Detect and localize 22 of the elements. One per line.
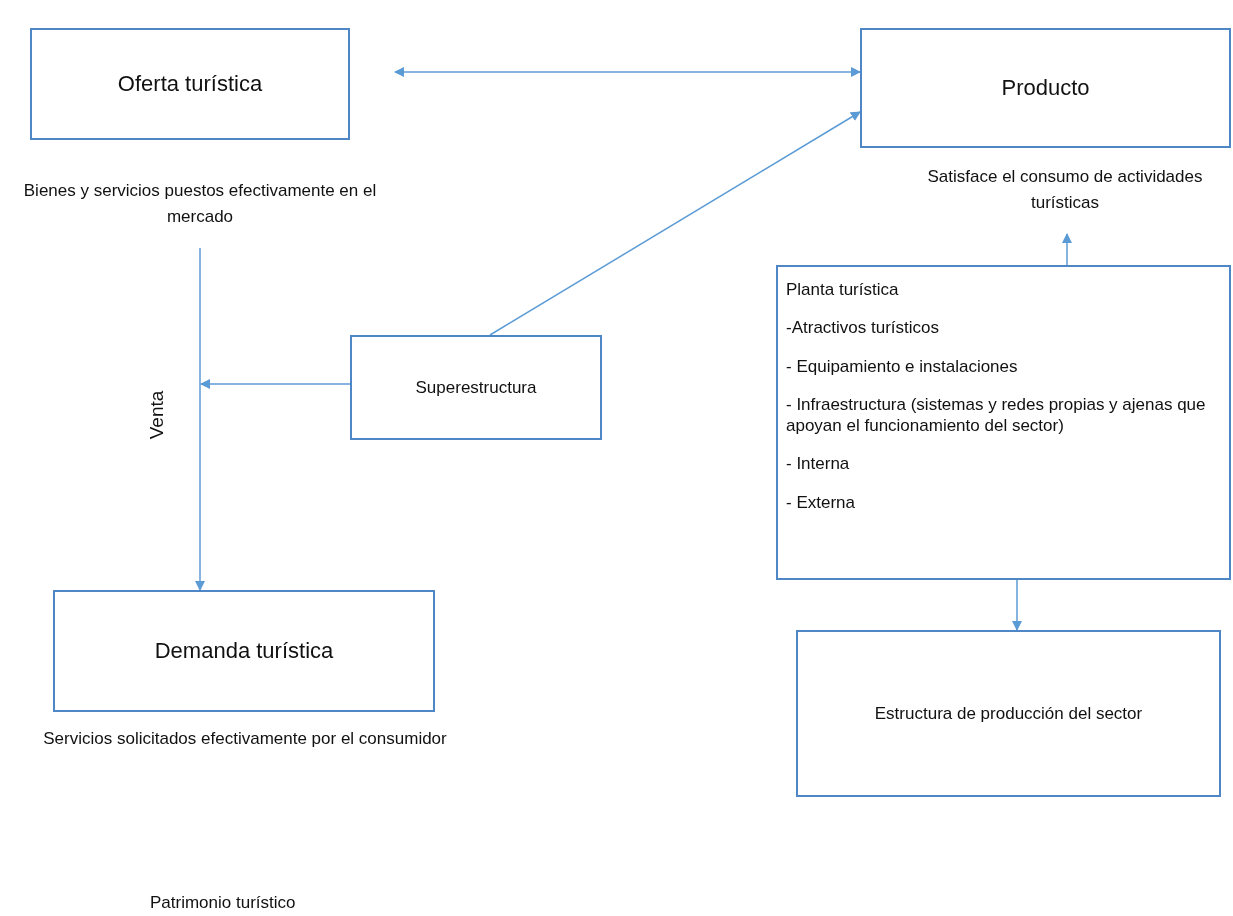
box-label: Producto xyxy=(1001,75,1090,101)
arrow xyxy=(394,67,861,77)
edge-label: Venta xyxy=(145,390,168,440)
arrow xyxy=(1062,233,1072,266)
box-heading: Planta turística xyxy=(786,279,900,301)
note-text: Patrimonio turístico xyxy=(150,893,296,913)
list-item: - Interna xyxy=(786,453,851,475)
arrow xyxy=(200,379,351,389)
box-label: Oferta turística xyxy=(117,71,263,97)
arrow xyxy=(1012,579,1022,631)
list-item: -Atractivos turísticos xyxy=(786,317,941,339)
list-item: - Infraestructura (sistemas y redes propias y ajenas que apoyan el funcionamiento del sector) xyxy=(786,393,1207,437)
arrow xyxy=(195,247,205,591)
box-label: Superestructura xyxy=(415,377,537,398)
list-item: - Externa xyxy=(786,491,856,513)
box-label: Estructura de producción del sector xyxy=(874,703,1143,724)
node-caption: Satisface el consumo de actividades turísticas xyxy=(926,166,1204,214)
node-caption: Servicios solicitados efectivamente por el consumidor xyxy=(42,728,448,750)
arrow xyxy=(489,111,861,336)
node-caption: Bienes y servicios puestos efectivamente en el mercado xyxy=(22,180,378,228)
box-label: Demanda turística xyxy=(154,638,334,664)
list-item: - Equipamiento e instalaciones xyxy=(786,355,1019,377)
